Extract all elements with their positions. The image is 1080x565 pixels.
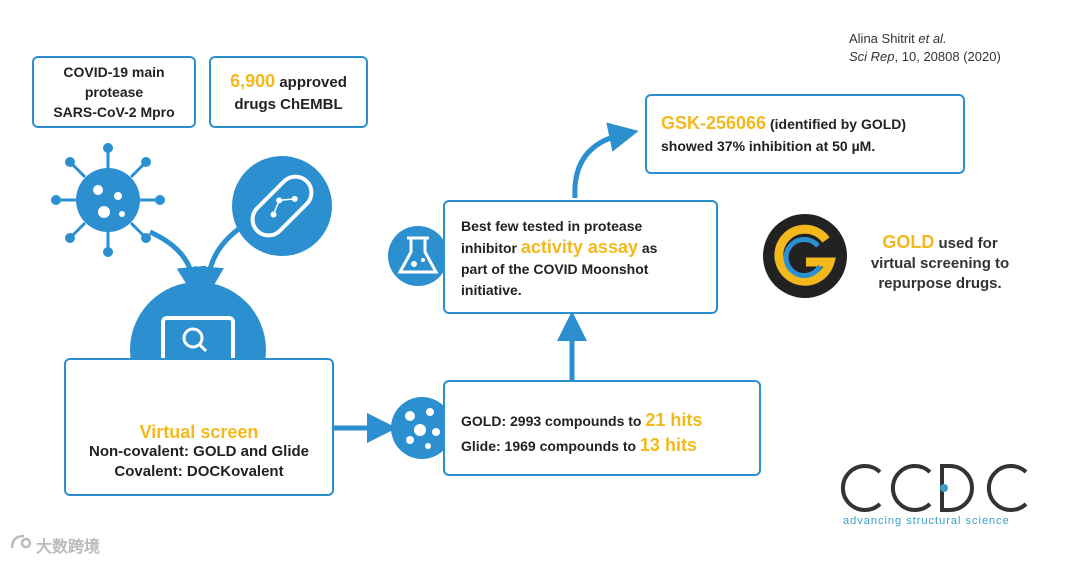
virtual-screen-box: Virtual screen Non-covalent: GOLD and Gl…: [64, 358, 334, 496]
result-compound: GSK-256066: [661, 113, 767, 133]
assay-line2-prefix: inhibitor: [461, 240, 521, 256]
result-line1: (identified by GOLD): [766, 116, 907, 132]
watermark-text: 大数跨境: [36, 539, 101, 556]
arrow-virus-to-screen: [148, 229, 207, 297]
ccdc-tagline: advancing structural science: [843, 515, 1010, 527]
target-box: COVID-19 main protease SARS-CoV-2 Mpro: [32, 56, 196, 128]
glide-hits-value: 13 hits: [639, 435, 697, 455]
arrow-assay-to-result: [572, 122, 639, 199]
drugs-box: 6,900 approved drugs ChEMBL: [209, 56, 368, 128]
drugs-line1: approved: [275, 74, 347, 91]
drug-count: 6,900: [230, 71, 276, 91]
arrow-drugs-to-screen: [193, 225, 242, 297]
assay-line2-suffix: as: [637, 240, 658, 256]
flask-icon: [388, 226, 448, 286]
gold-note-highlight: GOLD: [882, 232, 935, 252]
screen-title: Virtual screen: [139, 422, 259, 442]
assay-line4: initiative.: [461, 282, 522, 298]
citation: Alina Shitrit et al. Sci Rep, 10, 20808 …: [849, 30, 1001, 66]
citation-ref: , 10, 20808 (2020): [894, 49, 1001, 64]
target-line1: COVID-19 main: [63, 64, 165, 80]
compounds-icon: [391, 397, 453, 459]
assay-line3: part of the COVID Moonshot: [461, 261, 649, 277]
gold-note-line3: repurpose drugs.: [878, 275, 1002, 292]
result-box: GSK-256066 (identified by GOLD) showed 3…: [645, 94, 965, 174]
pill-icon: [232, 156, 332, 256]
assay-line1: Best few tested in protease: [461, 218, 643, 234]
result-line2: showed 37% inhibition at 50 µM.: [661, 138, 876, 154]
gold-note-line2: virtual screening to: [870, 255, 1010, 272]
citation-journal: Sci Rep: [849, 49, 895, 64]
gold-note: GOLD used for virtual screening to repur…: [850, 232, 1030, 294]
gold-hits-label: GOLD: 2993 compounds to: [461, 413, 646, 429]
glide-hits-label: Glide: 1969 compounds to: [461, 438, 640, 454]
target-line2: protease: [84, 84, 144, 100]
virus-icon: [51, 143, 165, 257]
watermark-logo: [10, 534, 32, 549]
assay-highlight: activity assay: [520, 237, 638, 257]
screen-line1: Non-covalent: GOLD and Glide: [88, 443, 309, 460]
target-line3: SARS-CoV-2 Mpro: [53, 104, 175, 120]
assay-box: Best few tested in protease inhibitor ac…: [443, 200, 718, 314]
hits-box: GOLD: 2993 compounds to 21 hits Glide: 1…: [443, 380, 761, 476]
gold-note-line1: used for: [934, 235, 998, 252]
drugs-line2: drugs ChEMBL: [234, 96, 343, 113]
gold-hits-value: 21 hits: [645, 410, 703, 430]
citation-etal: et al.: [918, 31, 947, 46]
gold-logo-icon: [763, 214, 847, 298]
screen-line2: Covalent: DOCKovalent: [114, 463, 284, 480]
ccdc-logo: [840, 464, 1028, 512]
citation-author: Alina Shitrit: [849, 31, 915, 46]
